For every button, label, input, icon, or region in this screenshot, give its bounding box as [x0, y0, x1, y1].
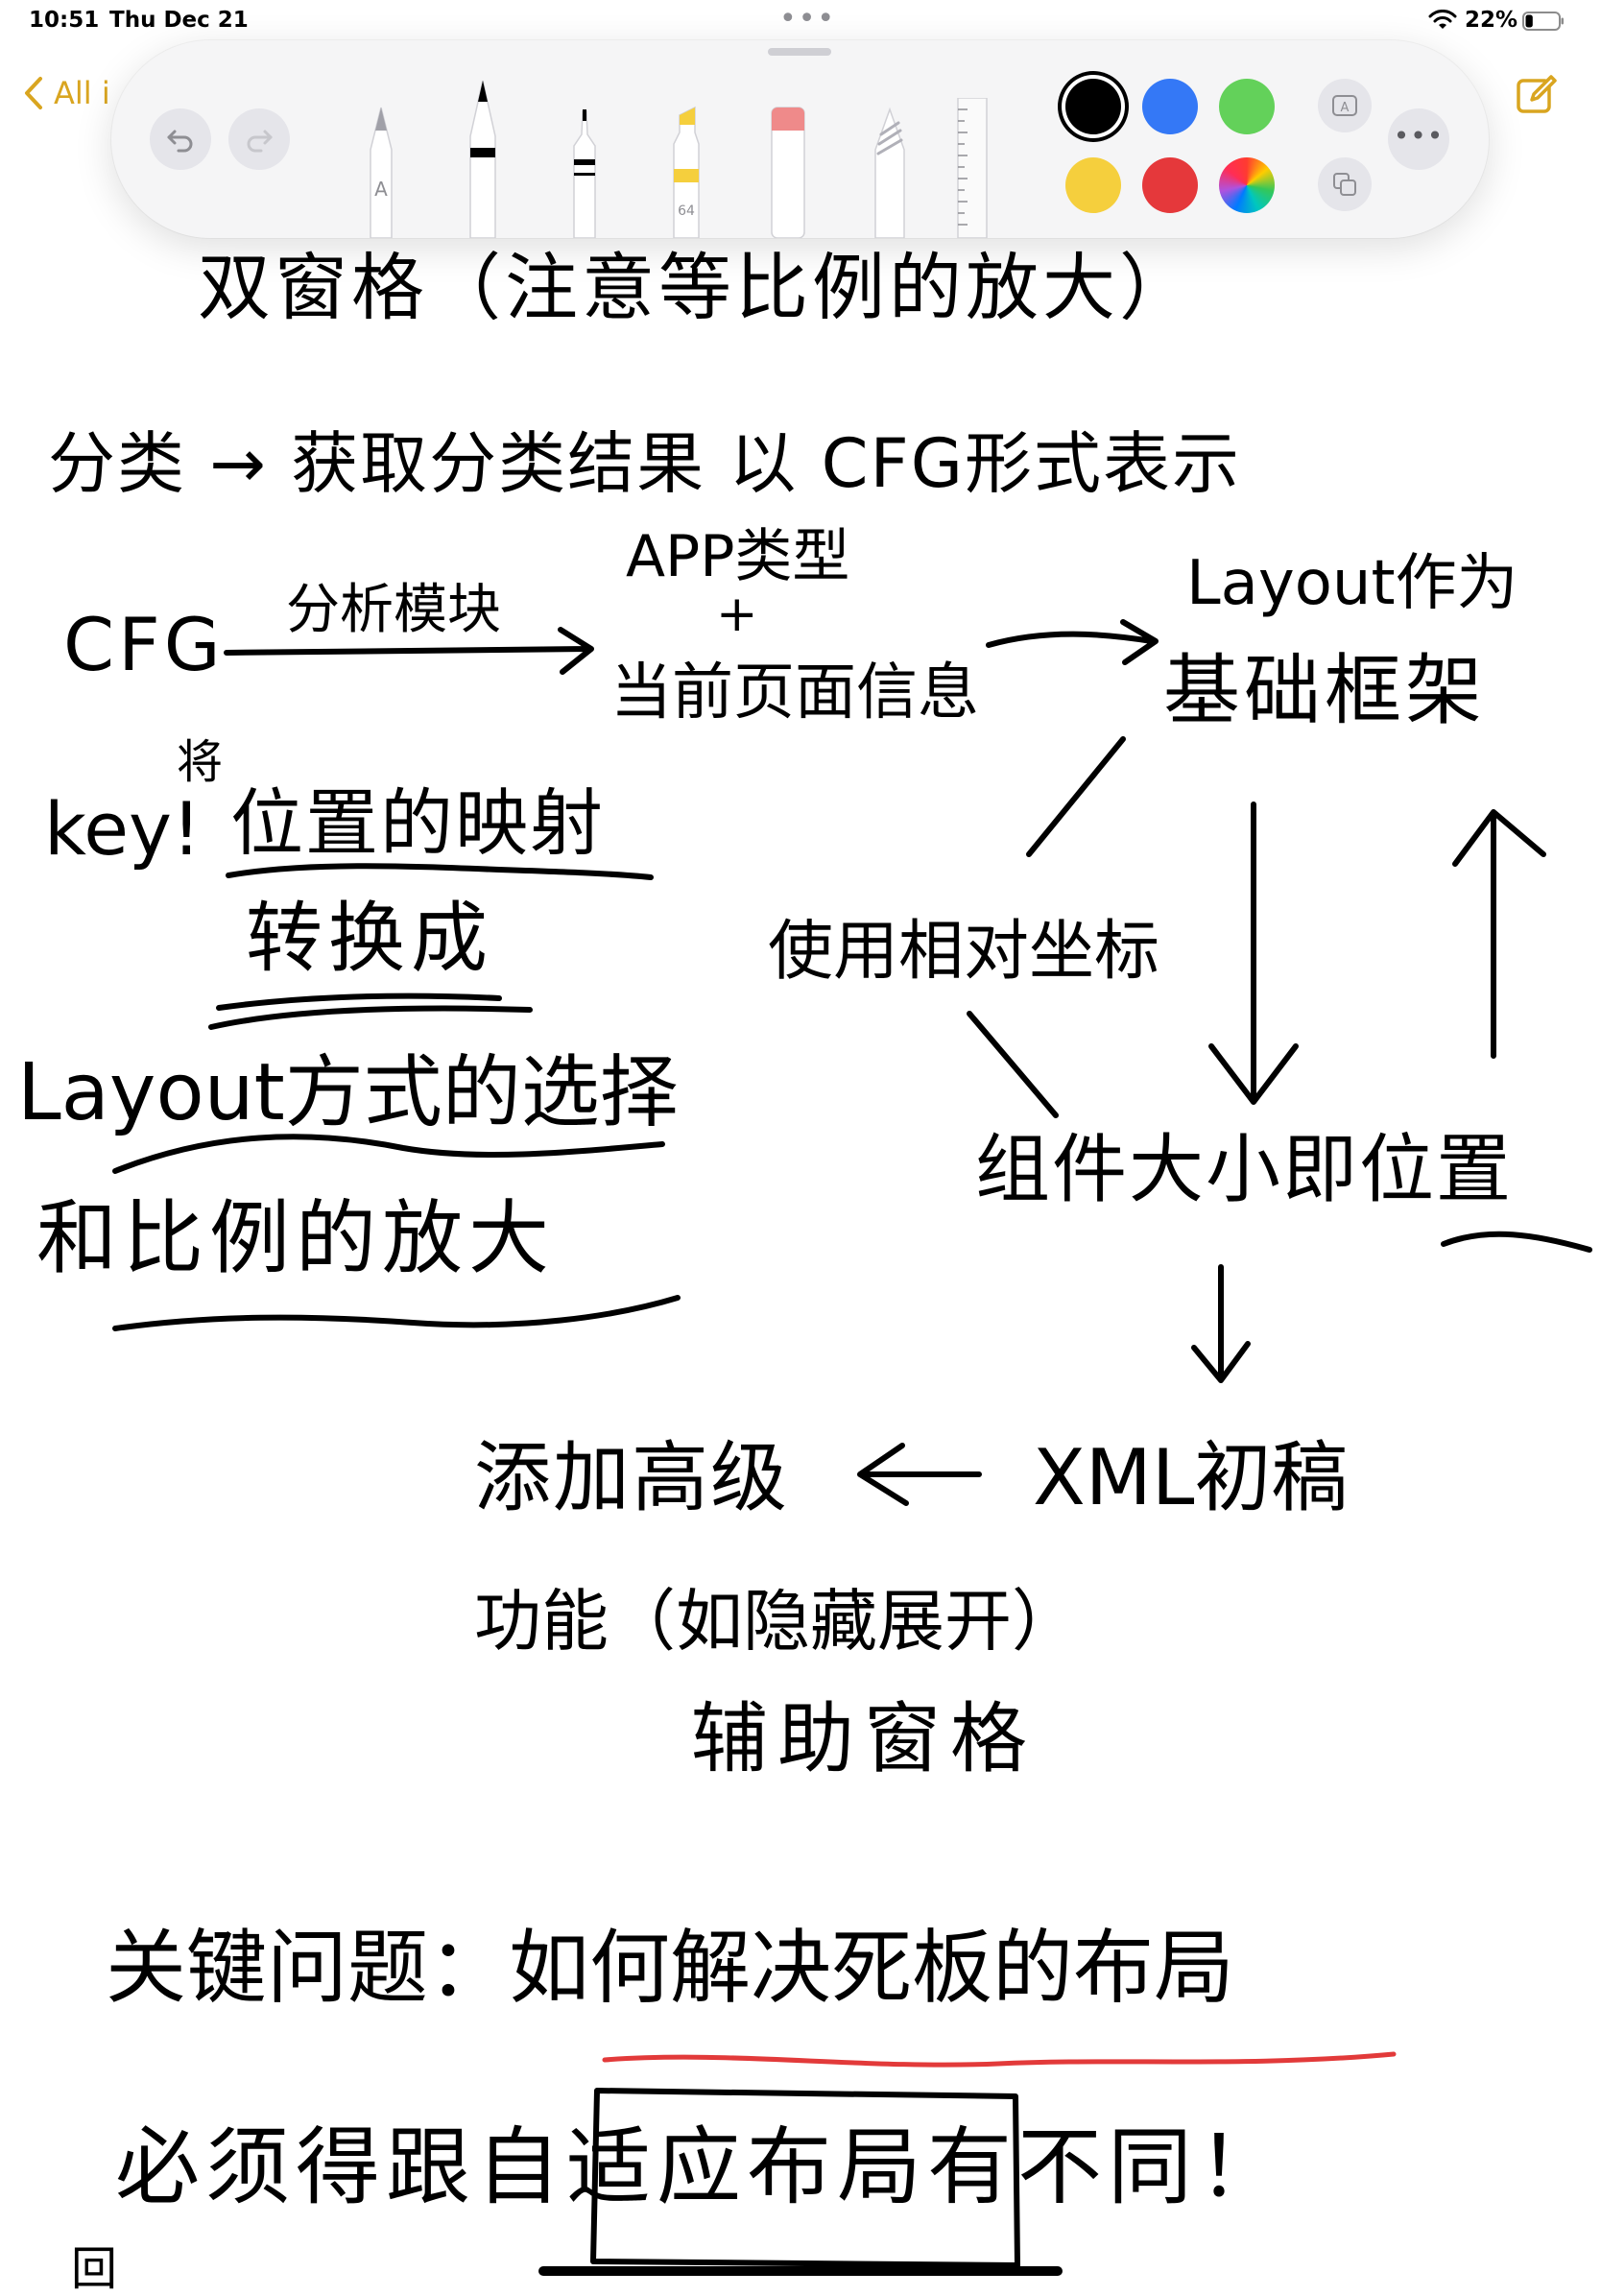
color-black-swatch[interactable] [1065, 79, 1121, 134]
fineliner-tool[interactable] [555, 102, 614, 282]
arrow-layout-down [1208, 801, 1299, 1105]
note-features: 功能（如隐藏展开） [474, 1582, 1079, 1661]
monoline-pen-label: A [374, 178, 388, 201]
underline-key1 [226, 863, 654, 880]
arrow-xml-to-adv [857, 1443, 982, 1506]
status-date: Thu Dec 21 [109, 8, 249, 33]
ruler-icon [957, 97, 988, 239]
arrow-cfg-to-info [224, 627, 594, 675]
home-indicator[interactable] [538, 2266, 1063, 2276]
color-red-swatch[interactable] [1142, 157, 1198, 213]
note-base-framework: 基础框架 [1163, 646, 1486, 735]
note-cfg: CFG [63, 602, 225, 687]
note-key-question: 关键问题：如何解决死板的布局 [106, 1921, 1235, 2015]
note-jiang: 将 [177, 735, 224, 789]
note-analysis-module: 分析模块 [286, 579, 501, 641]
underline-compsize [1441, 1231, 1592, 1253]
note-key: key! [44, 786, 202, 872]
undo-button[interactable] [150, 108, 211, 170]
status-bar: 10:51 Thu Dec 21 ••• 22% [0, 0, 1601, 44]
note-convert: 转换成 [246, 894, 493, 983]
note-ratio-scale: 和比例的放大 [36, 1191, 556, 1285]
marker-size-label: 64 [678, 203, 695, 219]
red-underline [602, 2051, 1397, 2068]
tool-palette: A 64 [111, 40, 1489, 239]
monoline-pen-tool[interactable]: A [351, 102, 411, 282]
back-label: All i [54, 75, 110, 111]
shapes-button[interactable] [1318, 157, 1372, 211]
note-line-classify: 分类 → 获取分类结果 以 CFG形式表示 [48, 424, 1242, 503]
note-layout-as: Layout作为 [1186, 548, 1518, 619]
more-button[interactable]: ••• [1388, 108, 1449, 170]
box-adaptive [590, 2088, 1020, 2268]
overline-layoutsel [208, 1005, 533, 1030]
note-relative-coords: 使用相对坐标 [768, 914, 1160, 990]
note-page-info: 当前页面信息 [610, 658, 979, 729]
note-add-advanced: 添加高级 [474, 1433, 789, 1522]
ruler-tool[interactable] [954, 97, 1014, 278]
pen-icon [469, 80, 496, 239]
undo-icon [167, 130, 193, 153]
note-layout-selection: Layout方式的选择 [17, 1047, 679, 1138]
color-yellow-swatch[interactable] [1065, 157, 1121, 213]
line-relcoord-to-layout [1026, 736, 1126, 857]
status-time: 10:51 [29, 8, 100, 33]
text-box-icon: A [1332, 95, 1357, 116]
line-relcoord-to-compsize [967, 1011, 1059, 1118]
lasso-tool[interactable] [860, 102, 920, 282]
shapes-icon [1333, 173, 1356, 196]
color-green-swatch[interactable] [1219, 79, 1275, 134]
underline-ratio [112, 1295, 681, 1331]
marker-tool[interactable]: 64 [657, 102, 716, 282]
arrow-info-to-layout [986, 619, 1159, 665]
wifi-icon [1428, 10, 1457, 29]
arrow-up [1452, 809, 1546, 1059]
note-plus: + [716, 586, 758, 643]
fineliner-icon [573, 109, 596, 239]
compose-icon[interactable] [1515, 73, 1559, 117]
pen-tool[interactable] [453, 73, 513, 253]
more-icon: ••• [1393, 120, 1445, 152]
svg-text:A: A [1341, 101, 1350, 115]
marker-icon: 64 [673, 106, 700, 239]
battery-icon [1522, 12, 1564, 31]
underline-key2 [216, 993, 502, 1011]
text-recognition-button[interactable]: A [1318, 79, 1372, 132]
note-must-differ: 必须得跟自适应布局有不同！ [115, 2117, 1289, 2216]
eraser-icon [771, 107, 805, 239]
redo-icon [247, 130, 273, 153]
color-picker-wheel[interactable] [1219, 157, 1275, 213]
eraser-tool[interactable] [758, 102, 818, 282]
note-app-type: APP类型 [626, 523, 850, 590]
back-button[interactable]: All i [23, 75, 110, 111]
arrow-compsize-down [1191, 1264, 1251, 1383]
redo-button[interactable] [228, 108, 290, 170]
palette-grabber[interactable] [768, 48, 831, 56]
monoline-pen-icon: A [370, 107, 393, 239]
battery-percent: 22% [1465, 8, 1518, 33]
note-aux-pane: 辅助窗格 [691, 1694, 1037, 1783]
note-xml-draft: XML初稿 [1033, 1433, 1349, 1522]
chevron-left-icon [25, 77, 42, 109]
underline-layoutsel [112, 1134, 665, 1174]
multitasking-dots[interactable]: ••• [779, 2, 837, 36]
note-edge-glyph: 回 [71, 2242, 118, 2296]
note-component-size: 组件大小即位置 [975, 1127, 1514, 1213]
note-position-mapping: 位置的映射 [230, 780, 605, 866]
color-blue-swatch[interactable] [1142, 79, 1198, 134]
lasso-icon [874, 107, 905, 239]
